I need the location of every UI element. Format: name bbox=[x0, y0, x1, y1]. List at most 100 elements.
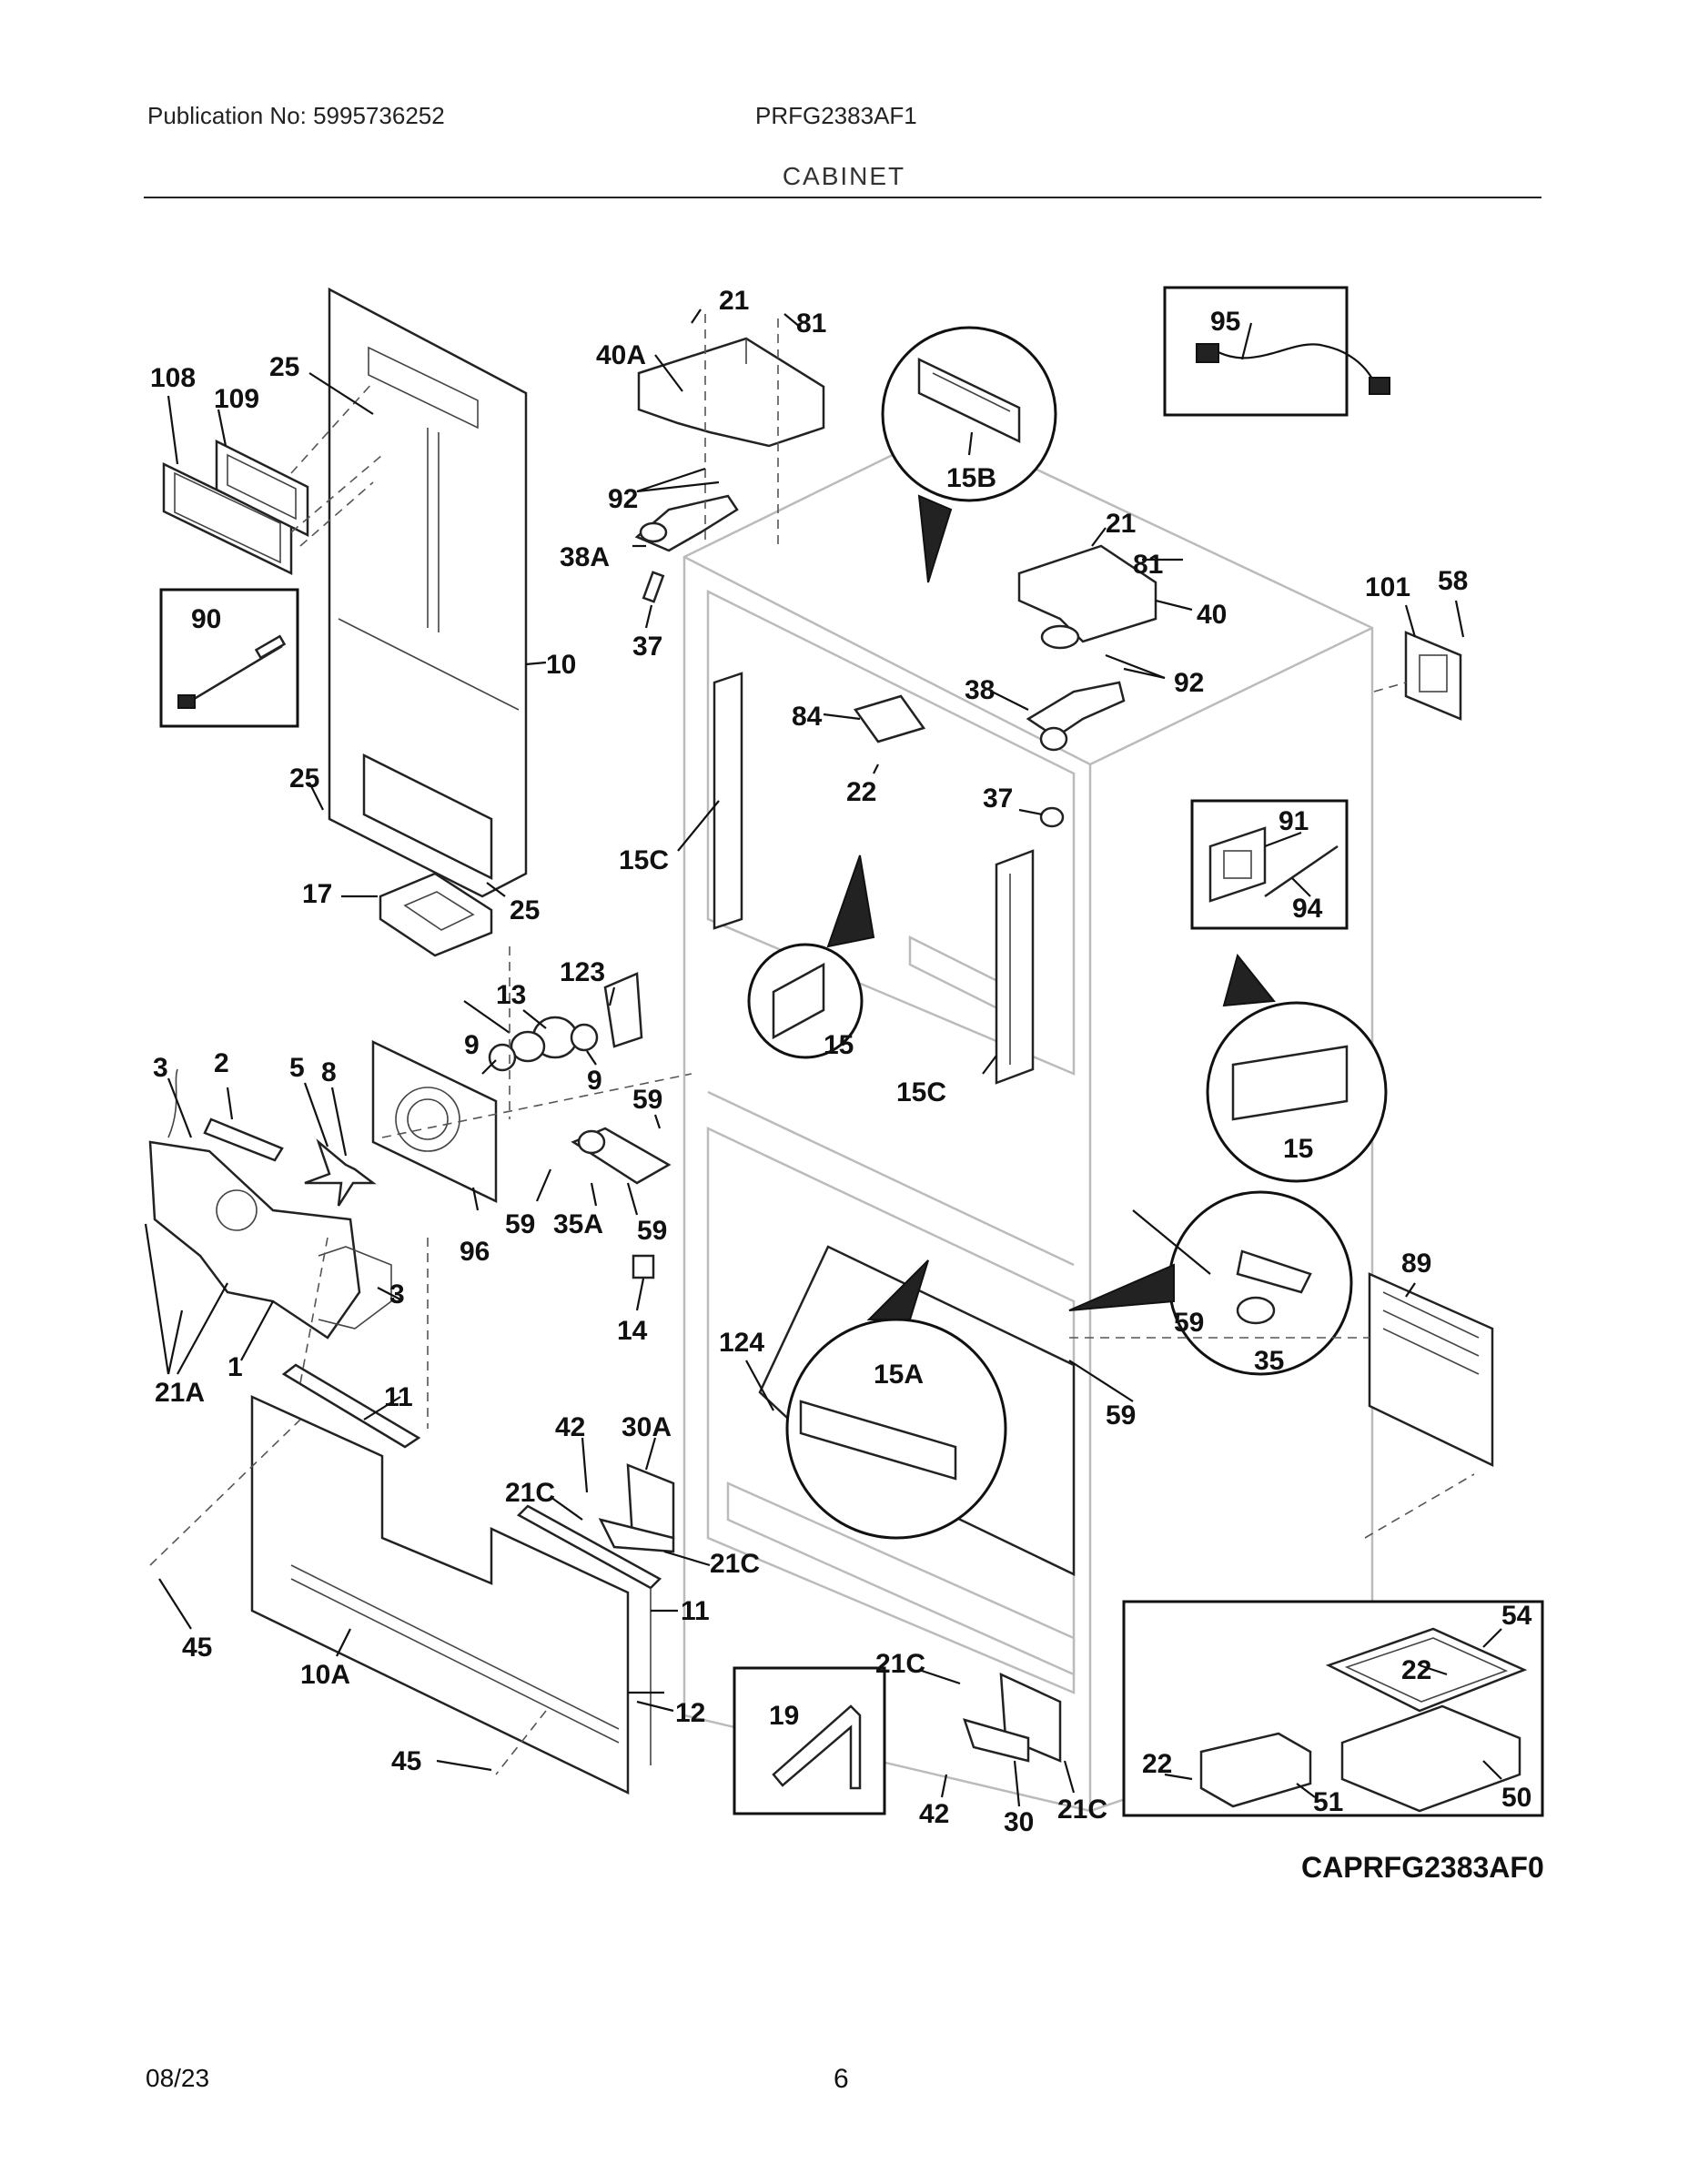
callout-11-top: 11 bbox=[384, 1382, 413, 1412]
callout-101: 101 bbox=[1365, 572, 1410, 602]
callout-30: 30 bbox=[1004, 1807, 1034, 1837]
part-10-upper-panel bbox=[328, 287, 528, 898]
callout-45-left: 45 bbox=[182, 1633, 212, 1663]
callout-35: 35 bbox=[1254, 1346, 1284, 1376]
callout-35A: 35A bbox=[553, 1209, 603, 1239]
callout-21A: 21A bbox=[155, 1378, 205, 1408]
part-30A-hinge bbox=[598, 1463, 675, 1553]
callout-10: 10 bbox=[546, 650, 576, 680]
callout-37-left: 37 bbox=[632, 632, 662, 662]
callout-84: 84 bbox=[792, 702, 823, 732]
callout-25-mid: 25 bbox=[289, 763, 319, 794]
part-30-hinge bbox=[963, 1672, 1062, 1763]
alignment-lines bbox=[149, 682, 1475, 1775]
callout-92-left: 92 bbox=[608, 484, 638, 514]
callout-90: 90 bbox=[191, 604, 221, 634]
part-35-hinge bbox=[1236, 1249, 1312, 1325]
callout-108: 108 bbox=[150, 363, 196, 393]
callout-37-right: 37 bbox=[983, 784, 1013, 814]
callout-15-right: 15 bbox=[1283, 1134, 1313, 1164]
callout-14: 14 bbox=[617, 1316, 648, 1346]
header-divider bbox=[144, 197, 1541, 198]
callout-38A: 38A bbox=[560, 542, 610, 572]
part-35A-hinge bbox=[571, 1127, 672, 1185]
callout-51: 51 bbox=[1313, 1787, 1343, 1817]
callout-42-bottom: 42 bbox=[919, 1799, 949, 1829]
callout-9-right: 9 bbox=[587, 1066, 602, 1096]
part-37-pin-lower bbox=[1039, 806, 1065, 828]
callout-10A: 10A bbox=[300, 1660, 350, 1690]
callout-59-b: 59 bbox=[505, 1209, 535, 1239]
callout-15B: 15B bbox=[946, 463, 996, 493]
callout-92-right: 92 bbox=[1174, 668, 1204, 698]
part-11-seal-lower bbox=[516, 1504, 662, 1765]
model-number: PRFG2383AF1 bbox=[755, 102, 917, 129]
callout-59-c: 59 bbox=[637, 1216, 667, 1246]
part-89-back-panel bbox=[1368, 1272, 1494, 1467]
part-15C-left-strip bbox=[713, 672, 743, 930]
callout-94: 94 bbox=[1292, 894, 1323, 924]
part-40-cover bbox=[1017, 544, 1157, 650]
part-15-light-right bbox=[1231, 1045, 1349, 1121]
callout-45-bottom: 45 bbox=[391, 1746, 421, 1776]
part-19-hex-key bbox=[772, 1704, 862, 1790]
section-title: CABINET bbox=[782, 162, 906, 190]
part-51-housing bbox=[1199, 1732, 1312, 1808]
callout-58: 58 bbox=[1438, 566, 1468, 596]
callout-25-top: 25 bbox=[269, 352, 299, 382]
callout-11-bottom: 11 bbox=[681, 1596, 710, 1626]
callout-40: 40 bbox=[1197, 600, 1227, 630]
callout-1: 1 bbox=[227, 1352, 243, 1382]
part-10A-lower-panel bbox=[250, 1395, 630, 1795]
publication-number: Publication No: 5995736252 bbox=[147, 102, 445, 129]
part-96-shroud bbox=[371, 1040, 498, 1203]
part-17-tray bbox=[379, 872, 493, 957]
part-90-sensor bbox=[177, 634, 287, 709]
callout-21C-d: 21C bbox=[1057, 1795, 1107, 1825]
callout-123: 123 bbox=[560, 957, 605, 987]
callout-2: 2 bbox=[214, 1048, 229, 1078]
callout-3-right: 3 bbox=[389, 1279, 405, 1309]
pointer-15B bbox=[917, 494, 953, 583]
part-40A-cover bbox=[637, 337, 825, 448]
callout-15C-left: 15C bbox=[619, 845, 669, 875]
callout-13: 13 bbox=[496, 980, 526, 1010]
callout-96: 96 bbox=[460, 1237, 490, 1267]
part-94-sensor bbox=[1264, 844, 1339, 898]
callout-15C-right: 15C bbox=[896, 1077, 946, 1107]
part-15C-right-strip bbox=[995, 849, 1035, 1085]
part-101-dispenser-paddle bbox=[1404, 631, 1462, 721]
callout-5: 5 bbox=[289, 1053, 305, 1083]
callout-25-low: 25 bbox=[510, 895, 540, 925]
callout-81-left: 81 bbox=[796, 308, 826, 339]
callout-21C-a: 21C bbox=[505, 1478, 555, 1508]
callout-9-left: 9 bbox=[464, 1030, 480, 1060]
callout-labels: 108 109 25 10 90 25 17 25 21 81 40A 92 3… bbox=[150, 286, 1544, 1884]
callout-3-top: 3 bbox=[153, 1053, 168, 1083]
callout-89: 89 bbox=[1401, 1249, 1431, 1279]
part-9-grommet-b bbox=[570, 1023, 599, 1052]
part-123-bracket bbox=[603, 972, 643, 1048]
part-15B-bracket bbox=[917, 358, 1021, 443]
part-15-light-left bbox=[772, 962, 825, 1040]
callout-8: 8 bbox=[321, 1057, 337, 1087]
part-14-switch bbox=[632, 1254, 655, 1279]
footer-date: 08/23 bbox=[146, 2064, 210, 2092]
part-5-fan-blade bbox=[304, 1138, 377, 1207]
part-9-grommet-a bbox=[488, 1043, 517, 1072]
callout-95: 95 bbox=[1210, 307, 1240, 337]
part-11-seal-upper bbox=[281, 1363, 421, 1449]
inset-box-95 bbox=[1163, 286, 1349, 417]
part-37-pin bbox=[642, 571, 665, 603]
inset-box-19 bbox=[733, 1666, 886, 1815]
callout-22-upper: 22 bbox=[846, 777, 876, 807]
part-95-harness bbox=[1196, 343, 1390, 395]
callout-109: 109 bbox=[214, 384, 259, 414]
part-38A-hinge bbox=[634, 494, 739, 552]
diagram-code: CAPRFG2383AF0 bbox=[1301, 1851, 1544, 1884]
part-38-hinge bbox=[1026, 681, 1126, 752]
callout-50: 50 bbox=[1501, 1783, 1531, 1813]
leader-lines bbox=[144, 308, 1502, 1807]
callout-22-box: 22 bbox=[1401, 1655, 1431, 1685]
